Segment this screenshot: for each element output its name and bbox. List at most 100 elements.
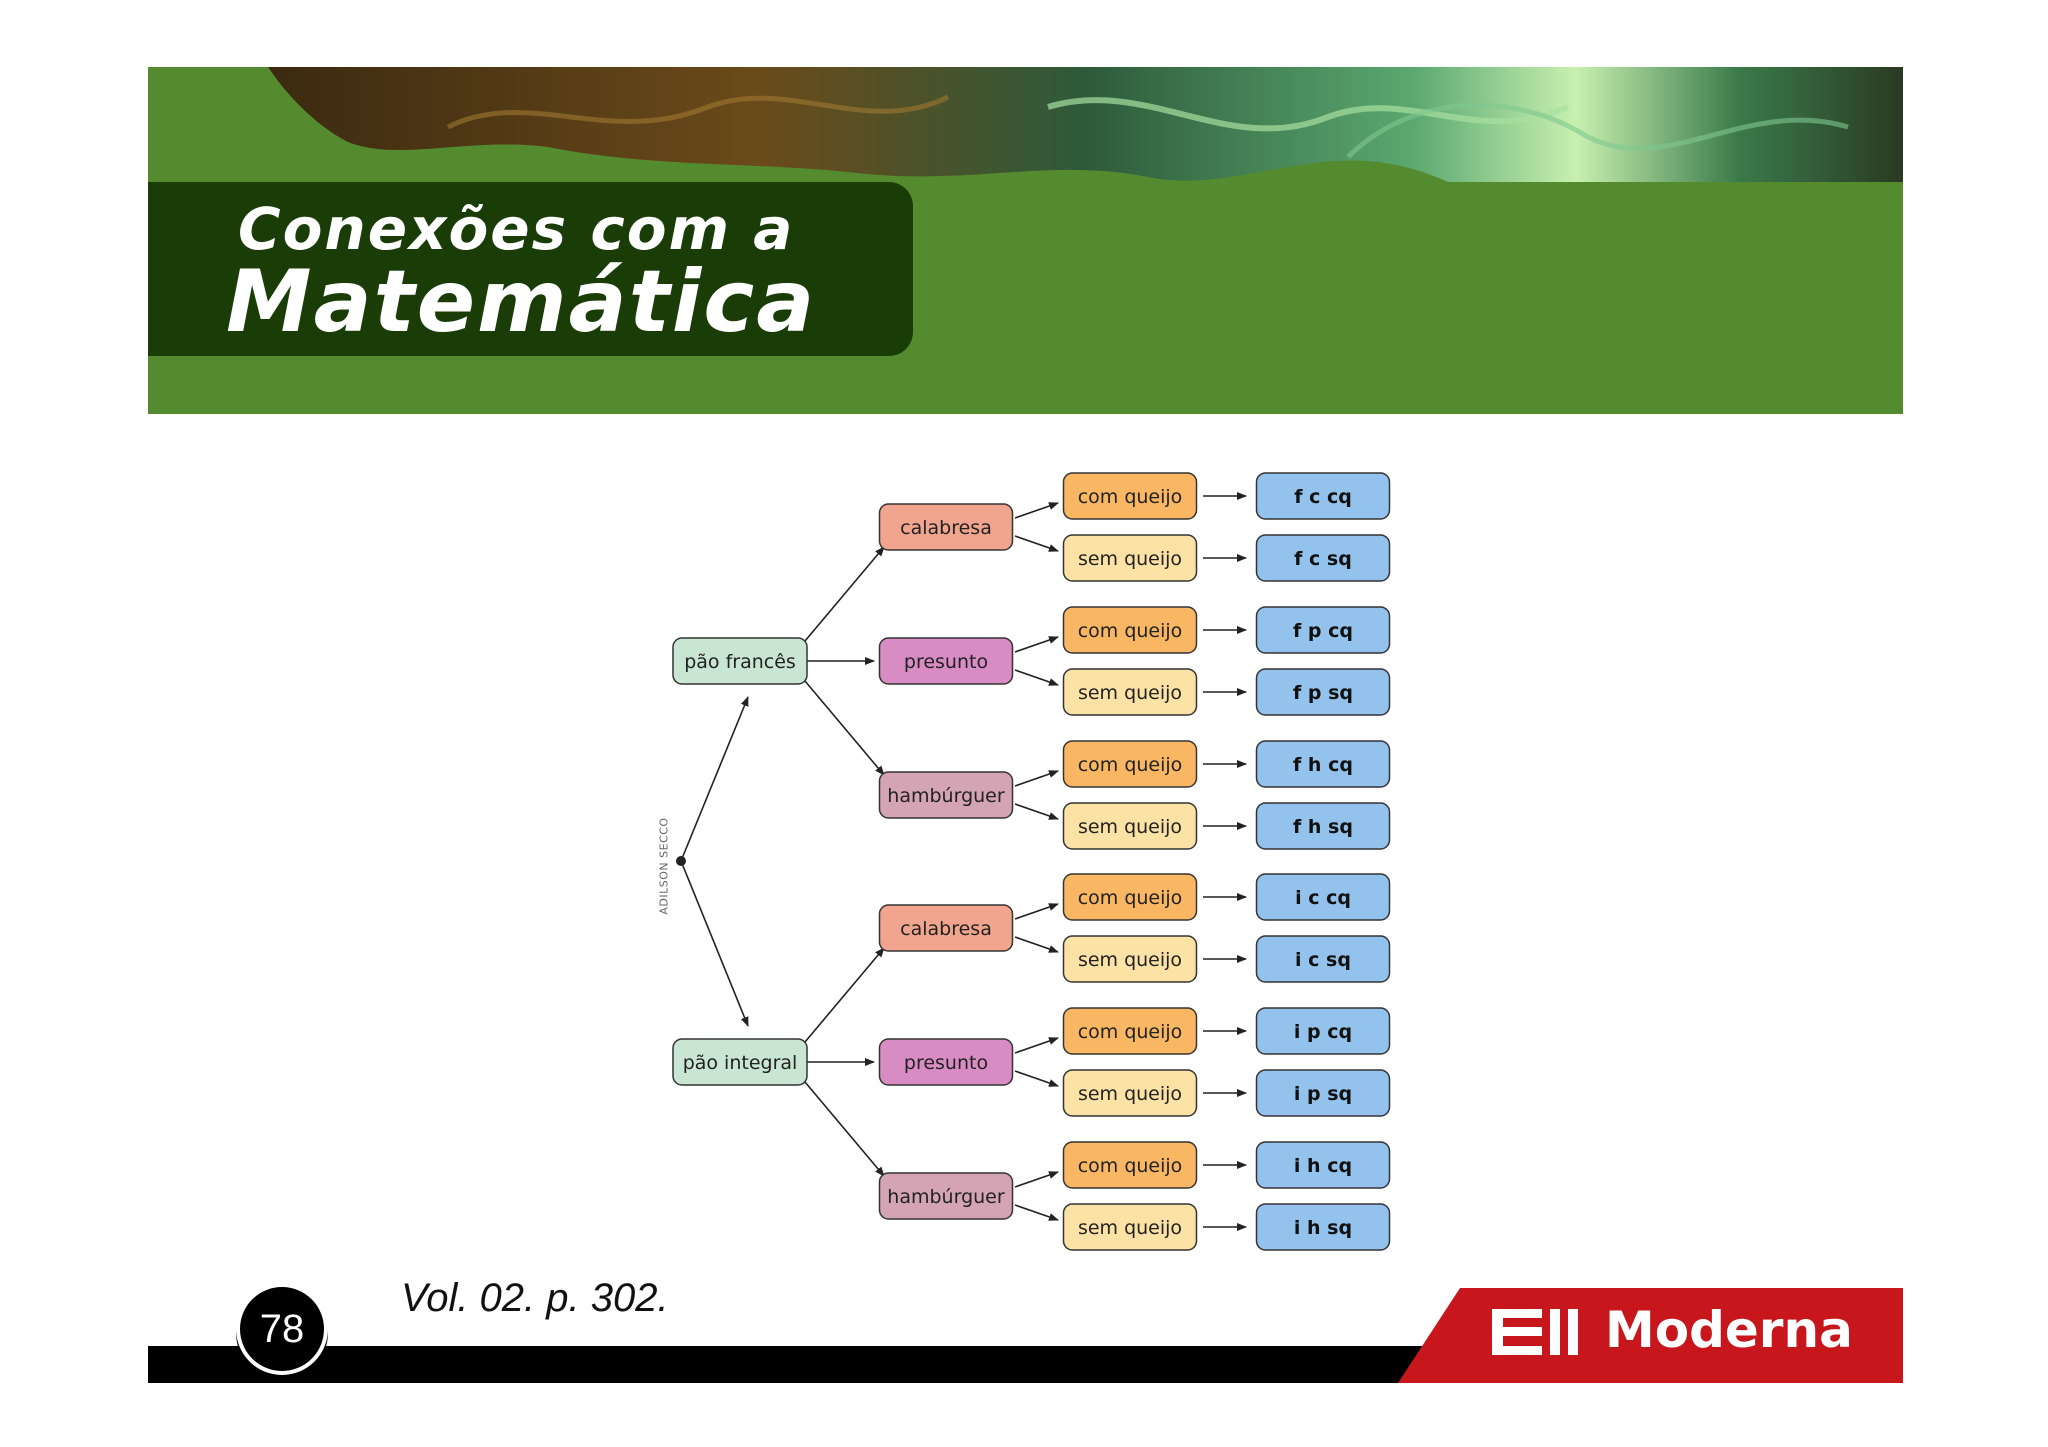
sem-queijo-node-box [1062, 935, 1198, 983]
outcome-node-2-label: f c sq [1294, 548, 1352, 570]
edge-filling-to-cheese [1014, 903, 1059, 920]
outcome-node-8-label: i c sq [1295, 949, 1351, 971]
outcome-node-4-box [1255, 668, 1391, 716]
outcome-node-6-label: f h sq [1293, 816, 1353, 838]
com-queijo-node: com queijo [1062, 606, 1198, 654]
filling-node-hamburguer-box [878, 1172, 1014, 1220]
sem-queijo-node-box [1062, 534, 1198, 582]
edge-filling-to-cheese [1014, 803, 1059, 820]
outcome-node-9-label: i p cq [1294, 1021, 1352, 1043]
filling-node-calabresa: calabresa [878, 503, 1014, 551]
com-queijo-node-label: com queijo [1078, 486, 1183, 508]
sem-queijo-node-label: sem queijo [1078, 1217, 1182, 1239]
com-queijo-node: com queijo [1062, 1141, 1198, 1189]
sem-queijo-node: sem queijo [1062, 668, 1198, 716]
outcome-node-1: f c cq [1255, 472, 1391, 520]
outcome-node-3-label: f p cq [1293, 620, 1353, 642]
com-queijo-node-label: com queijo [1078, 620, 1183, 642]
tree-edges [680, 492, 1247, 1231]
outcome-node-3: f p cq [1255, 606, 1391, 654]
com-queijo-node-box [1062, 1007, 1198, 1055]
com-queijo-node-label: com queijo [1078, 887, 1183, 909]
outcome-node-7-box [1255, 873, 1391, 921]
outcome-node-11: i h cq [1255, 1141, 1391, 1189]
sem-queijo-node-box [1062, 1203, 1198, 1251]
outcome-node-5: f h cq [1255, 740, 1391, 788]
outcome-node-11-box [1255, 1141, 1391, 1189]
edge-bread-to-filling [804, 947, 885, 1043]
sem-queijo-node: sem queijo [1062, 1203, 1198, 1251]
filling-node-calabresa-box [878, 503, 1014, 551]
filling-node-calabresa-label: calabresa [900, 517, 992, 539]
edge-root-to-bread-2 [680, 860, 749, 1027]
outcome-node-12-label: i h sq [1294, 1217, 1352, 1239]
outcome-node-12: i h sq [1255, 1203, 1391, 1251]
sem-queijo-node-label: sem queijo [1078, 548, 1182, 570]
sem-queijo-node-label: sem queijo [1078, 816, 1182, 838]
edge-root-to-bread-1 [680, 696, 749, 862]
edge-filling-to-cheese [1014, 1204, 1059, 1221]
filling-node-hamburguer-label: hambúrguer [887, 1186, 1005, 1208]
outcome-node-3-box [1255, 606, 1391, 654]
outcome-node-1-label: f c cq [1294, 486, 1352, 508]
outcome-node-9-box [1255, 1007, 1391, 1055]
edge-filling-to-cheese [1014, 1037, 1059, 1054]
title-box [148, 182, 913, 356]
filling-node-presunto-box [878, 637, 1014, 685]
edge-filling-to-cheese [1014, 636, 1059, 653]
sem-queijo-node: sem queijo [1062, 1069, 1198, 1117]
edge-bread-to-filling [804, 680, 885, 776]
page-number-badge [236, 1283, 328, 1375]
edge-bread-to-filling [804, 1081, 885, 1177]
sem-queijo-node-box [1062, 668, 1198, 716]
filling-node-hamburguer: hambúrguer [878, 1172, 1014, 1220]
outcome-node-6: f h sq [1255, 802, 1391, 850]
edge-filling-to-cheese [1014, 502, 1059, 519]
com-queijo-node-box [1062, 472, 1198, 520]
page-number: 78 [259, 1307, 305, 1351]
filling-node-hamburguer: hambúrguer [878, 771, 1014, 819]
com-queijo-node-box [1062, 873, 1198, 921]
filling-node-calabresa-label: calabresa [900, 918, 992, 940]
com-queijo-node: com queijo [1062, 472, 1198, 520]
outcome-node-7: i c cq [1255, 873, 1391, 921]
outcome-node-4: f p sq [1255, 668, 1391, 716]
moderna-logo-icon [1492, 1309, 1578, 1355]
outcome-node-8-box [1255, 935, 1391, 983]
outcome-node-9: i p cq [1255, 1007, 1391, 1055]
filling-node-presunto-label: presunto [904, 1052, 988, 1074]
sem-queijo-node-label: sem queijo [1078, 1083, 1182, 1105]
outcome-node-2-box [1255, 534, 1391, 582]
filling-node-presunto: presunto [878, 1038, 1014, 1086]
outcome-node-10-label: i p sq [1294, 1083, 1352, 1105]
section-title-line1: Conexões com a [238, 195, 795, 263]
sem-queijo-node: sem queijo [1062, 935, 1198, 983]
sem-queijo-node-label: sem queijo [1078, 682, 1182, 704]
filling-node-hamburguer-box [878, 771, 1014, 819]
outcome-node-11-label: i h cq [1294, 1155, 1352, 1177]
com-queijo-node: com queijo [1062, 1007, 1198, 1055]
edge-filling-to-cheese [1014, 1171, 1059, 1188]
outcome-node-10-box [1255, 1069, 1391, 1117]
edge-bread-to-filling [804, 546, 885, 642]
com-queijo-node-label: com queijo [1078, 1021, 1183, 1043]
com-queijo-node: com queijo [1062, 873, 1198, 921]
com-queijo-node: com queijo [1062, 740, 1198, 788]
bread-node-1-label: pão francês [684, 651, 796, 673]
brand-name: Moderna [1605, 1301, 1853, 1359]
com-queijo-node-box [1062, 606, 1198, 654]
bread-node-1-box [672, 637, 808, 685]
bread-node-2-box [672, 1038, 808, 1086]
root-node [676, 856, 686, 866]
filling-node-presunto: presunto [878, 637, 1014, 685]
com-queijo-node-label: com queijo [1078, 754, 1183, 776]
filling-node-calabresa-box [878, 904, 1014, 952]
outcome-node-1-box [1255, 472, 1391, 520]
sem-queijo-node-box [1062, 802, 1198, 850]
filling-node-presunto-box [878, 1038, 1014, 1086]
com-queijo-node-label: com queijo [1078, 1155, 1183, 1177]
edge-filling-to-cheese [1014, 770, 1059, 787]
sem-queijo-node: sem queijo [1062, 802, 1198, 850]
filling-node-presunto-label: presunto [904, 651, 988, 673]
